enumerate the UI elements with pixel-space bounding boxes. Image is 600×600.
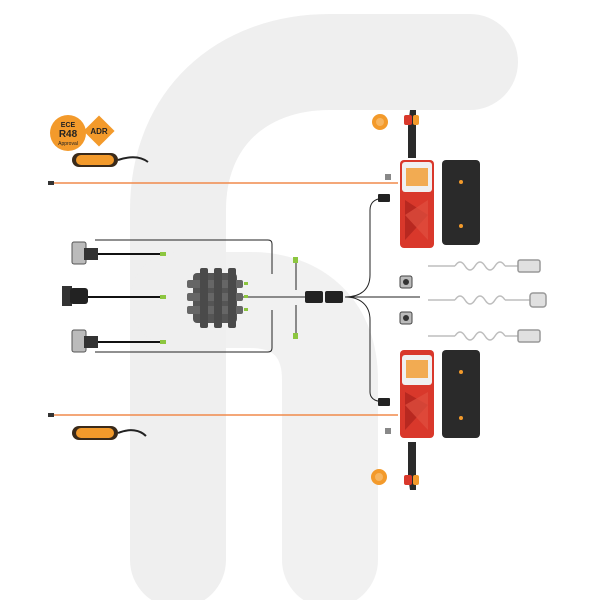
socket-left-middle: [62, 286, 166, 306]
rear-combination-lamp-top: [400, 160, 434, 248]
socket-left-top: [71, 241, 166, 265]
orange-wire-top: [48, 181, 398, 185]
inline-connector: [293, 257, 343, 339]
side-marker-light-top: [72, 153, 149, 167]
junction-box: [187, 268, 248, 328]
ece-line1: ECE: [61, 122, 76, 129]
ece-line2: R48: [59, 129, 78, 140]
coiled-cable-bottom: [428, 329, 541, 343]
lamp-back-housing-top: [442, 160, 480, 245]
small-connector-1: [399, 275, 413, 289]
lamp-plug-top: [378, 174, 391, 202]
side-marker-light-bottom: [72, 426, 147, 440]
adr-label: ADR: [90, 127, 108, 136]
coiled-cable-middle: [428, 292, 547, 308]
adr-badge: ADR: [83, 115, 115, 147]
ece-line3: Approval: [58, 141, 78, 147]
watermark-logo: [130, 13, 518, 600]
orange-wire-bottom: [48, 413, 398, 417]
ece-r48-badge: ECE R48 Approval: [50, 115, 86, 151]
small-connector-2: [399, 311, 413, 325]
round-reflector-top: [372, 114, 388, 130]
rear-combination-lamp-bottom: [400, 350, 434, 438]
end-outline-marker-top: [404, 110, 419, 158]
lamp-back-housing-bottom: [442, 350, 480, 438]
end-outline-marker-bottom: [404, 442, 419, 490]
coiled-cable-top: [428, 259, 541, 273]
round-reflector-bottom: [371, 469, 387, 485]
lamp-plug-bottom: [378, 398, 391, 434]
socket-left-bottom: [71, 329, 166, 353]
